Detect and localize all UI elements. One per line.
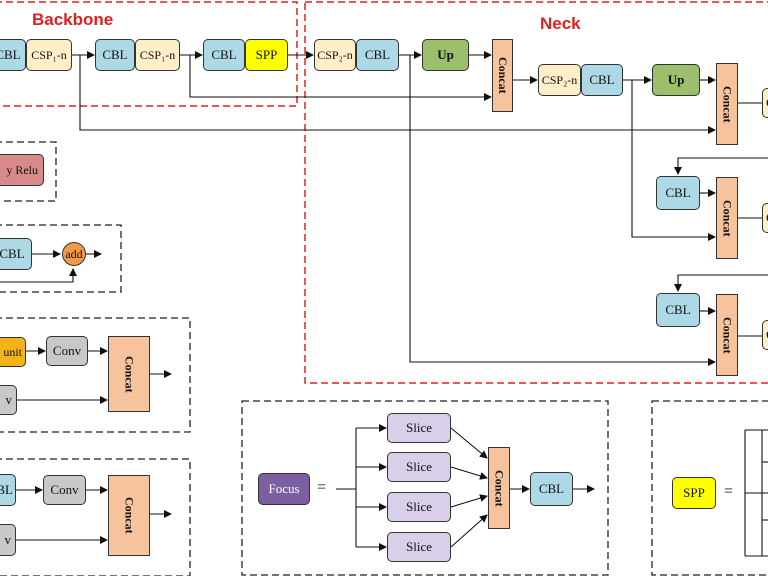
backbone-cbl-0: CBL — [0, 39, 26, 71]
backbone-label: Backbone — [32, 10, 114, 29]
csp2-frame — [0, 458, 191, 576]
neck-cbl-4: CBL — [656, 293, 700, 327]
backbone-frame — [0, 1, 298, 107]
focus-block: Focus — [258, 473, 310, 505]
neck-output-2-fragment: C — [762, 203, 768, 233]
neck-csp2-1: CSP₂-n — [314, 39, 356, 71]
csp1-conv-1: Conv — [46, 336, 88, 366]
neck-up-1: Up — [422, 39, 469, 71]
csp1-concat: Concat — [108, 336, 150, 412]
focus-concat: Concat — [488, 447, 510, 529]
focus-equals: = — [317, 479, 327, 496]
neck-concat-4: Concat — [716, 294, 738, 376]
backbone-csp1-1: CSP₁-n — [26, 39, 72, 71]
neck-concat-1: Concat — [492, 39, 513, 112]
csp1-conv-2: v — [0, 385, 17, 415]
neck-cbl-1: CBL — [356, 39, 399, 71]
neck-output-1-fragment: C — [762, 88, 768, 118]
neck-label: Neck — [540, 14, 581, 33]
csp2-conv-1: Conv — [43, 475, 86, 505]
csp1-frame — [0, 317, 191, 433]
csp2-concat: Concat — [108, 475, 150, 556]
neck-output-3-fragment: C — [762, 320, 768, 350]
neck-frame — [304, 1, 768, 384]
csp2-conv-2: v — [0, 524, 16, 556]
focus-slice-3: Slice — [387, 492, 451, 522]
focus-cbl: CBL — [530, 472, 573, 506]
res-unit-cbl: CBL — [0, 238, 32, 270]
neck-concat-3: Concat — [716, 177, 738, 259]
res-unit-add: add — [62, 242, 86, 266]
focus-frame — [241, 400, 609, 576]
res-unit-frame — [0, 224, 122, 293]
spp-equals: = — [724, 483, 734, 500]
csp1-res-unit: unit — [0, 337, 26, 367]
neck-up-2: Up — [652, 64, 700, 96]
focus-slice-2: Slice — [387, 452, 451, 482]
neck-cbl-3: CBL — [656, 176, 700, 210]
backbone-csp1-2: CSP₁-n — [135, 39, 180, 71]
backbone-spp: SPP — [245, 39, 288, 71]
neck-csp2-2: CSP₂-n — [538, 64, 581, 96]
spp-frame — [651, 400, 768, 576]
neck-cbl-2: CBL — [581, 64, 623, 96]
backbone-cbl-2: CBL — [203, 39, 245, 71]
focus-slice-4: Slice — [387, 532, 451, 562]
leaky-relu-block: y Relu — [0, 154, 44, 186]
csp2-cbl: BL — [0, 474, 16, 506]
spp-block: SPP — [672, 477, 716, 509]
backbone-cbl-1: CBL — [95, 39, 135, 71]
leaky-relu-frame — [0, 141, 57, 202]
focus-slice-1: Slice — [387, 413, 451, 443]
neck-concat-2: Concat — [716, 63, 738, 145]
